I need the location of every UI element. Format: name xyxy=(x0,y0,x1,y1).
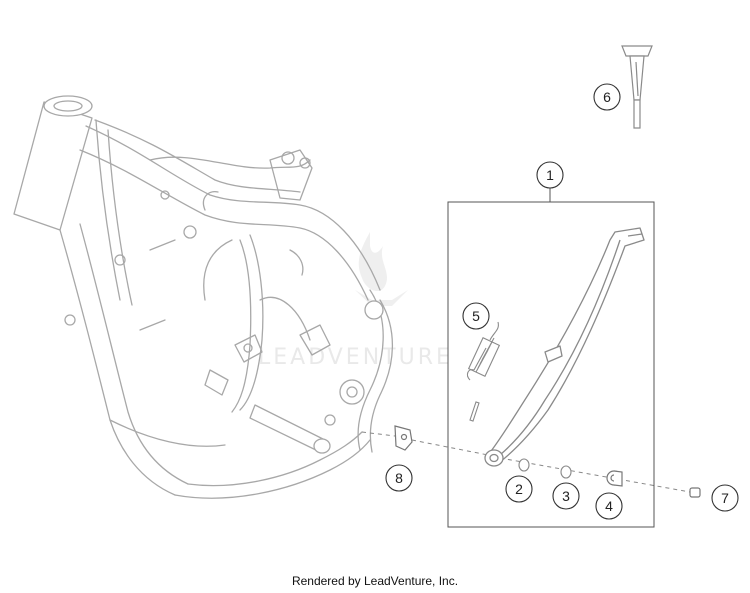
spring-part xyxy=(466,321,501,381)
callout-2: 2 xyxy=(505,475,533,503)
bracket-part xyxy=(394,425,413,451)
callout-7: 7 xyxy=(711,484,739,512)
callouts: 1 2 3 4 5 6 7 8 xyxy=(385,83,739,520)
callout-3-label: 3 xyxy=(562,488,570,504)
bolt-part xyxy=(689,487,701,498)
tool-part xyxy=(621,45,653,129)
callout-6-label: 6 xyxy=(603,89,611,105)
callout-5: 5 xyxy=(462,302,490,330)
callout-6: 6 xyxy=(593,83,621,111)
footer-credit: Rendered by LeadVenture, Inc. xyxy=(291,574,459,588)
assembly-axis xyxy=(361,431,691,493)
washer-parts xyxy=(518,458,572,479)
side-stand xyxy=(484,227,645,467)
callout-2-label: 2 xyxy=(515,481,523,497)
callout-7-label: 7 xyxy=(721,490,729,506)
callout-5-label: 5 xyxy=(472,308,480,324)
bushing-part xyxy=(606,470,623,487)
watermark-logo: LEADVENTURE xyxy=(258,232,453,370)
callout-4-label: 4 xyxy=(605,498,613,514)
callout-1: 1 xyxy=(536,161,564,189)
callout-8-label: 8 xyxy=(395,470,403,486)
pin-part xyxy=(469,401,480,422)
callout-3: 3 xyxy=(552,482,580,510)
watermark-text: LEADVENTURE xyxy=(258,345,453,370)
callout-1-label: 1 xyxy=(546,167,554,183)
callout-8: 8 xyxy=(385,464,413,492)
callout-4: 4 xyxy=(595,492,623,520)
frame xyxy=(13,95,394,499)
assembly-box xyxy=(447,201,655,528)
